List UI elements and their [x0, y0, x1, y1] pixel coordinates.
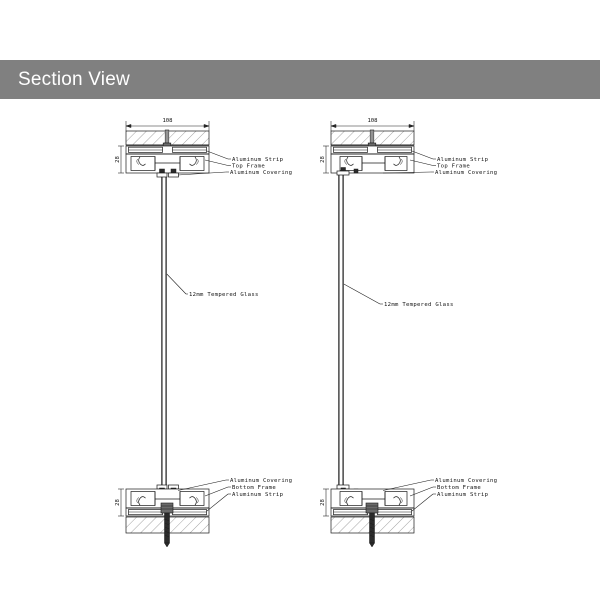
left-view-group: 108 [115, 118, 292, 548]
left-height-dimension: 28 [115, 145, 124, 174]
right-top-frame [330, 145, 415, 174]
right-top-dimension-value: 108 [367, 118, 378, 124]
left-bottom-height-dimension-value: 28 [115, 499, 121, 506]
right-height-dimension-value: 28 [320, 156, 326, 163]
technical-drawing-canvas: 108 [0, 99, 600, 600]
right-bolt-threads [369, 518, 375, 538]
header-bar: Section View [0, 60, 600, 99]
left-glass-label-leader [166, 273, 188, 295]
right-top-callout-leaders [382, 150, 436, 174]
right-height-dimension: 28 [320, 145, 329, 174]
right-view-group: 108 [320, 118, 497, 548]
right-glass-label-leader [343, 283, 383, 305]
right-top-glass-clamps [336, 167, 359, 176]
left-glass-panel [161, 177, 167, 489]
left-label-aluminum-covering-top: Aluminum Covering [230, 170, 292, 176]
left-label-bottom-frame: Bottom Frame [232, 485, 276, 491]
page-title: Section View [18, 68, 130, 90]
left-label-aluminum-covering-bottom: Aluminum Covering [230, 478, 292, 484]
left-floor-anchor-bolt [160, 502, 174, 548]
right-label-aluminum-strip-bottom: Aluminum Strip [437, 492, 489, 498]
section-drawing-svg: 108 [115, 118, 497, 548]
left-top-frame [125, 145, 210, 174]
left-label-aluminum-strip-bottom: Aluminum Strip [232, 492, 284, 498]
left-label-aluminum-strip-top: Aluminum Strip [232, 157, 284, 163]
left-label-top-frame: Top Frame [232, 164, 265, 170]
right-ceiling-anchor-bolt [367, 129, 377, 149]
right-label-bottom-frame: Bottom Frame [437, 485, 481, 491]
left-top-dimension: 108 [125, 118, 210, 131]
right-top-dimension: 108 [330, 118, 415, 131]
right-bottom-height-dimension-value: 28 [320, 499, 326, 506]
right-glass-panel [338, 175, 344, 489]
right-label-aluminum-covering-bottom: Aluminum Covering [435, 478, 497, 484]
left-top-glass-clamps [156, 168, 179, 178]
left-top-dimension-value: 108 [162, 118, 173, 124]
left-top-callout-leaders [177, 150, 231, 176]
right-label-aluminum-covering-top: Aluminum Covering [435, 170, 497, 176]
left-glass-label: 12mm Tempered Glass [189, 292, 259, 298]
right-glass-label: 12mm Tempered Glass [384, 302, 454, 308]
right-floor-anchor-bolt [365, 502, 379, 548]
right-label-aluminum-strip-top: Aluminum Strip [437, 157, 489, 163]
right-bottom-callout-leaders [382, 479, 436, 512]
left-height-dimension-value: 28 [115, 156, 121, 163]
left-bottom-height-dimension: 28 [115, 488, 124, 517]
left-bottom-callout-leaders [177, 479, 231, 512]
right-bottom-height-dimension: 28 [320, 488, 329, 517]
right-label-top-frame: Top Frame [437, 164, 470, 170]
left-bolt-threads [164, 518, 170, 538]
